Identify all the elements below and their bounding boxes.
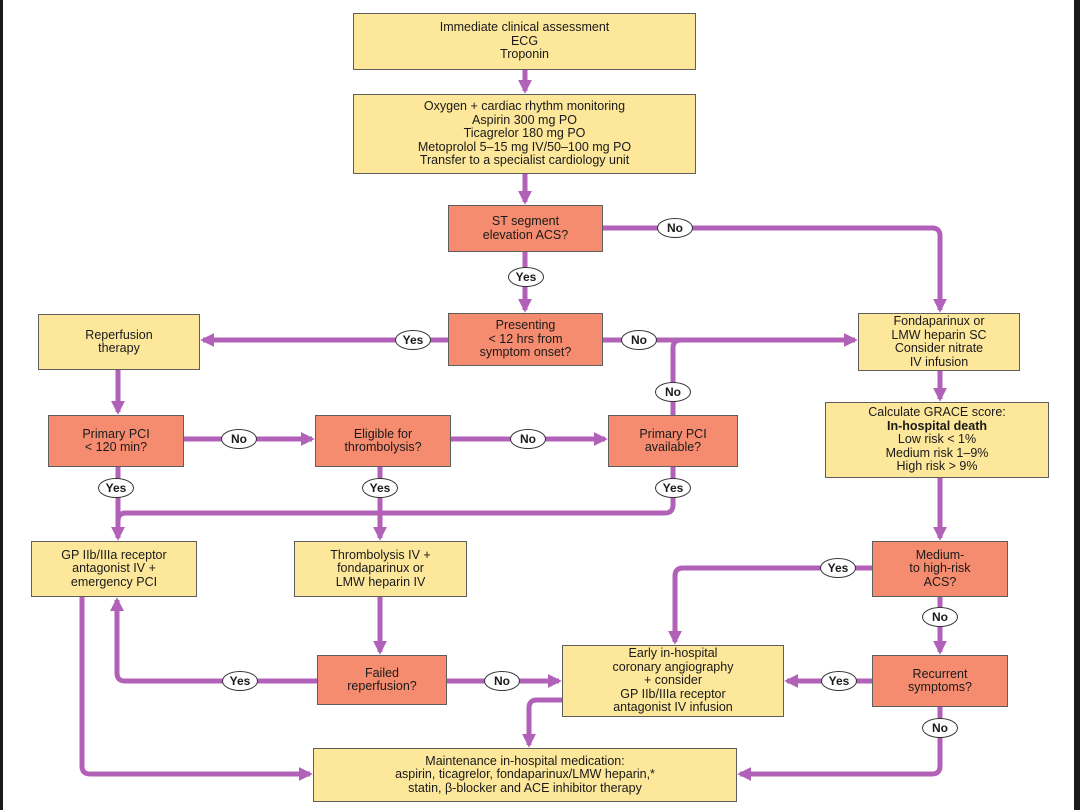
initial-treatment-box-line: Oxygen + cardiac rhythm monitoring [423,99,626,114]
thrombolysis-iv-box-line: Thrombolysis IV + [330,547,431,562]
early-angiography-box-line: + consider [643,673,703,688]
medium-high-risk-decision-line: ACS? [923,574,957,589]
maintenance-medication-box-line: aspirin, ticagrelor, fondaparinux/LMW he… [395,767,655,782]
tag-no-thrombolysis: No [510,429,546,449]
grace-risk-high: High risk > 9% [896,459,978,474]
tag-yes-pci-120: Yes [98,478,134,498]
primary-pci-120-decision-line: < 120 min? [84,440,148,454]
tag-no-failed-reperfusion: No [484,671,520,691]
grace-score-title: Calculate GRACE score: [868,405,1006,420]
early-angiography-box-line: GP IIb/IIIa receptor [620,686,726,701]
tag-no-pci-120: No [221,429,257,449]
tag-yes-presenting: Yes [395,330,431,350]
early-angiography-box-line: Early in-hospital [628,646,718,661]
connector-recurrent-no-to-maintenance [737,707,943,781]
st-elevation-decision-line: ST segment [491,214,560,228]
tag-no-recurrent: No [922,718,958,738]
fondaparinux-box-line: Consider nitrate [894,341,984,355]
grace-risk-medium: Medium risk 1–9% [885,445,989,460]
st-elevation-decision-line: elevation ACS? [482,227,569,242]
eligible-thrombolysis-decision-line: thrombolysis? [344,440,422,454]
connector-pci-available-yes-to-gp [115,467,676,522]
presenting-12hrs-decision-line: < 12 hrs from [488,331,563,346]
primary-pci-120-decision-line: Primary PCI [82,426,150,441]
failed-reperfusion-decision-line: reperfusion? [347,679,417,693]
initial-treatment-box-line: Ticagrelor 180 mg PO [463,126,586,141]
fondaparinux-box-line: LMW heparin SC [891,327,987,342]
assessment-box-line: ECG [510,33,539,48]
early-angiography-box-line: antagonist IV infusion [613,700,733,715]
reperfusion-therapy-box-line: therapy [98,341,140,355]
connector-gp-to-maintenance [79,597,313,781]
tag-yes-failed-reperfusion: Yes [222,671,258,691]
tag-no-pci-available: No [655,382,691,402]
primary-pci-available-decision-line: available? [644,440,702,454]
gp-emergency-pci-box-line: emergency PCI [70,574,158,589]
initial-treatment-box-line: Metoprolol 5–15 mg IV/50–100 mg PO [417,139,632,154]
primary-pci-available-decision-line: Primary PCI [639,426,707,441]
early-angiography-box-line: coronary angiography [612,659,734,674]
connector-medium-risk-yes-to-angiography [668,565,872,645]
maintenance-medication-box-line: Maintenance in-hospital medication: [425,753,625,768]
grace-score-subtitle: In-hospital death [887,418,987,433]
gp-emergency-pci-box-line: antagonist IV + [72,561,156,576]
initial-treatment-box-line: Transfer to a specialist cardiology unit [419,153,630,168]
right-frame-border [1074,0,1080,810]
thrombolysis-iv-box-line: fondaparinux or [337,561,424,576]
thrombolysis-iv-box-line: LMW heparin IV [335,574,426,589]
tag-no-medium-risk: No [922,607,958,627]
tag-yes-medium-risk: Yes [820,558,856,578]
assessment-box-line: Troponin [500,47,549,62]
failed-reperfusion-decision-line: Failed [364,665,400,680]
maintenance-medication-box: Maintenance in-hospital medication:aspir… [313,748,737,802]
connector-angiography-to-maintenance [522,697,562,748]
grace-score-box: Calculate GRACE score: In-hospital death… [825,402,1049,478]
medium-high-risk-decision-line: Medium- [915,547,965,562]
assessment-box-line: Immediate clinical assessment [439,20,610,35]
fondaparinux-box-line: Fondaparinux or [893,314,985,328]
left-frame-border [0,0,3,810]
tag-yes-pci-available: Yes [655,478,691,498]
tag-no-st-elevation: No [657,218,693,238]
grace-risk-low: Low risk < 1% [897,432,977,447]
reperfusion-therapy-box-line: Reperfusion [85,327,153,342]
eligible-thrombolysis-decision-line: Eligible for [353,426,413,441]
presenting-12hrs-decision-line: Presenting [495,318,556,333]
tag-no-presenting: No [621,330,657,350]
tag-yes-recurrent: Yes [821,671,857,691]
recurrent-symptoms-decision-line: Recurrent [912,666,968,681]
connector-pci-available-no-up [670,337,682,415]
fondaparinux-box-line: IV infusion [909,354,969,369]
medium-high-risk-decision-line: to high-risk [909,561,971,576]
connector-st-elevation-no-to-fondaparinux [603,225,947,313]
initial-treatment-box-line: Aspirin 300 mg PO [472,112,577,127]
tag-yes-thrombolysis: Yes [362,478,398,498]
primary-pci-120-decision: Primary PCI< 120 min? [48,415,184,467]
gp-emergency-pci-box-line: GP IIb/IIIa receptor [61,547,167,562]
recurrent-symptoms-decision-line: symptoms? [908,680,972,694]
presenting-12hrs-decision-line: symptom onset? [479,345,572,360]
connector-failed-yes-to-gp [110,597,317,684]
maintenance-medication-box-line: statin, β-blocker and ACE inhibitor ther… [408,780,642,795]
tag-yes-st-elevation: Yes [508,267,544,287]
